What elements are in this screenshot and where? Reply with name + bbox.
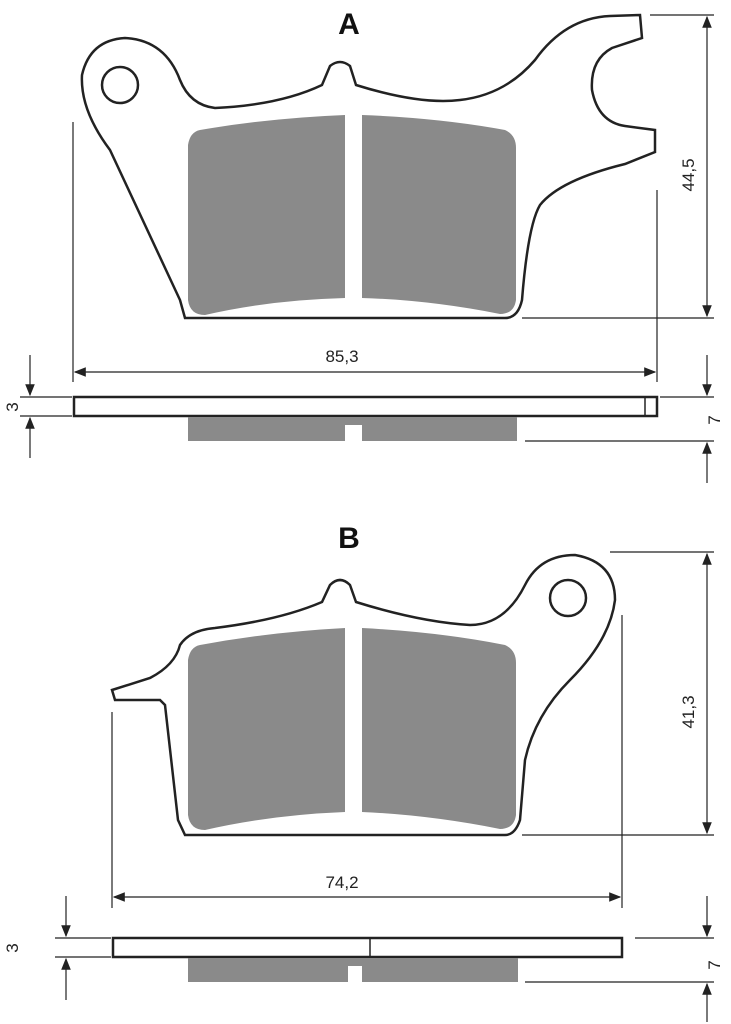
pad-b-total-thickness-label: 7 (705, 960, 724, 969)
pad-b-label: B (338, 522, 360, 555)
pad-b: B 74,2 41,3 3 7 (3, 522, 724, 1022)
pad-b-width-label: 74,2 (325, 873, 358, 892)
pad-a-mount-hole (100, 65, 140, 105)
pad-a-plate-thickness-label: 3 (3, 402, 22, 411)
pad-b-side-plate (111, 936, 624, 959)
pad-a-width-label: 85,3 (325, 347, 358, 366)
pad-a-total-thickness-label: 7 (705, 415, 724, 424)
pad-a: A 85,3 44,5 3 7 (3, 8, 724, 483)
pad-b-plate-thickness-label: 3 (3, 943, 22, 952)
pad-b-side-friction-right (362, 958, 518, 982)
pad-a-label: A (338, 8, 360, 41)
pad-b-side-friction-left (188, 958, 348, 982)
pad-a-dimensions: 85,3 44,5 3 7 (3, 14, 724, 483)
pad-a-height-label: 44,5 (679, 158, 698, 191)
pad-a-side-friction-right (362, 417, 517, 441)
pad-a-friction-left (188, 115, 345, 315)
pad-b-height-label: 41,3 (679, 695, 698, 728)
pad-a-side-friction-left (188, 417, 345, 441)
pad-b-mount-hole (548, 578, 588, 618)
pad-b-dimensions: 74,2 41,3 3 7 (3, 551, 724, 1022)
pad-b-friction-right (362, 628, 516, 829)
pad-a-side-plate (72, 395, 659, 418)
pad-a-friction-right (362, 115, 516, 314)
pad-b-friction-left (188, 628, 345, 830)
